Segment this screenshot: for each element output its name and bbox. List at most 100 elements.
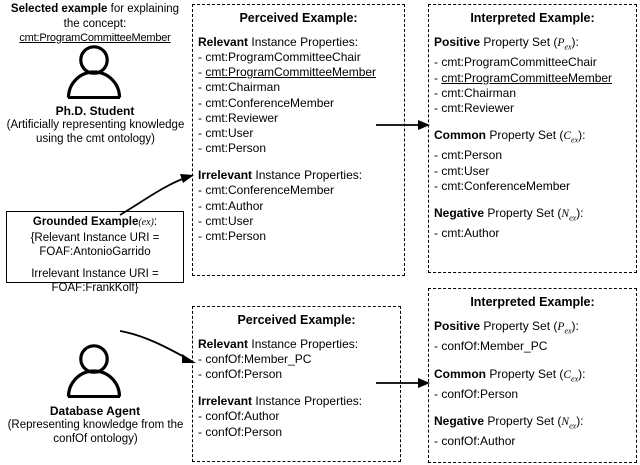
interpreted-example-bottom-panel: Interpreted Example: Positive Property S… bbox=[428, 288, 637, 463]
property-name: confOf:Person bbox=[441, 386, 519, 401]
bullet: - bbox=[434, 85, 442, 100]
property-name: cmt:Chairman bbox=[205, 80, 281, 95]
agent-role-title: Database Agent bbox=[49, 404, 141, 418]
selected-example-concept: cmt:ProgramCommitteeMember bbox=[19, 32, 171, 44]
interpreted-top-positive-section: Positive Property Set (Pex): - cmt:Progr… bbox=[434, 34, 636, 116]
common-symbol-tail: ): bbox=[578, 366, 586, 381]
grounded-example-symbol: (ex) bbox=[138, 217, 154, 228]
property-name: cmt:ProgramCommitteeMember bbox=[441, 70, 613, 85]
perceived-example-bottom-title: Perceived Example: bbox=[237, 313, 356, 327]
list-item: - cmt:ConferenceMember bbox=[198, 96, 404, 111]
arrow-agent-to-perceived bbox=[118, 322, 200, 370]
bullet: - bbox=[434, 434, 442, 449]
grounded-example-title: Grounded Example(ex): bbox=[7, 215, 183, 231]
interpreted-bottom-negative-rest: Property Set ( bbox=[484, 414, 562, 428]
bullet: - bbox=[198, 110, 206, 125]
negative-symbol: Nex bbox=[561, 416, 576, 430]
interpreted-bottom-common-bold: Common bbox=[434, 366, 486, 381]
negative-symbol-letter: N bbox=[561, 416, 570, 428]
list-item: - confOf:Person bbox=[198, 367, 400, 382]
bullet: - bbox=[198, 367, 206, 382]
student-role-subtitle: (Artificially representing knowledge usi… bbox=[6, 119, 185, 145]
section-gap bbox=[434, 116, 636, 127]
positive-symbol-tail: ): bbox=[571, 35, 579, 49]
bullet: - bbox=[198, 424, 206, 439]
list-item: - cmt:Author bbox=[434, 226, 636, 241]
bullet: - bbox=[198, 183, 206, 198]
property-name: confOf:Person bbox=[205, 367, 283, 382]
property-name: cmt:ProgramCommitteeChair bbox=[441, 55, 597, 70]
common-symbol: Cex bbox=[563, 130, 578, 144]
interpreted-bottom-positive-label: Positive Property Set (Pex): bbox=[434, 318, 636, 339]
perceived-top-relevant-rest: Instance Properties: bbox=[248, 35, 359, 49]
selected-example-header: Selected example for explaining the conc… bbox=[4, 2, 186, 46]
list-item: - cmt:Chairman bbox=[434, 86, 636, 101]
interpreted-bottom-negative-label: Negative Property Set (Nex): bbox=[434, 413, 636, 434]
list-item: - confOf:Author bbox=[434, 434, 636, 449]
list-item: - cmt:Reviewer bbox=[434, 101, 636, 116]
selected-example-rest: for explaining the concept: bbox=[63, 3, 180, 30]
perceived-top-relevant-section: Relevant Instance Properties: - cmt:Prog… bbox=[198, 34, 404, 156]
interpreted-top-positive-label: Positive Property Set (Pex): bbox=[434, 34, 636, 55]
interpreted-bottom-positive-bold: Positive bbox=[434, 319, 481, 333]
common-symbol-sub: ex bbox=[571, 373, 579, 383]
grounded-example-box: Grounded Example(ex): {Relevant Instance… bbox=[6, 211, 184, 294]
perceived-top-relevant-bold: Relevant bbox=[198, 35, 249, 49]
grounded-example-line4: FOAF:FrankKolf} bbox=[51, 282, 139, 294]
perceived-top-relevant-label: Relevant Instance Properties: bbox=[198, 34, 404, 50]
common-symbol-letter: C bbox=[563, 130, 572, 143]
bullet: - bbox=[198, 50, 206, 64]
positive-symbol: Pex bbox=[557, 37, 571, 51]
property-name: confOf:Author bbox=[205, 409, 280, 424]
bullet: - bbox=[198, 141, 206, 156]
property-name: cmt:User bbox=[205, 213, 254, 228]
perceived-example-top-title: Perceived Example: bbox=[239, 11, 358, 25]
list-item: - cmt:Author bbox=[198, 199, 404, 214]
property-name: cmt:ConferenceMember bbox=[441, 178, 571, 193]
interpreted-top-positive-rest: Property Set ( bbox=[480, 35, 558, 49]
bullet: - bbox=[434, 386, 442, 401]
property-name: cmt:Chairman bbox=[441, 85, 517, 100]
bullet: - bbox=[198, 229, 206, 244]
bullet: - bbox=[198, 198, 206, 213]
bullet: - bbox=[198, 65, 206, 80]
negative-symbol-sub: ex bbox=[569, 213, 577, 223]
selected-example-bold: Selected example bbox=[10, 3, 108, 15]
grounded-example-title-bold: Grounded Example bbox=[32, 216, 139, 228]
negative-symbol-tail: ): bbox=[576, 206, 584, 221]
person-icon bbox=[63, 344, 125, 398]
grounded-example-line1: {Relevant Instance URI = bbox=[30, 231, 160, 244]
interpreted-top-common-label: Common Property Set (Cex): bbox=[434, 127, 636, 148]
perceived-bottom-relevant-section: Relevant Instance Properties: - confOf:M… bbox=[198, 336, 400, 382]
interpreted-bottom-common-section: Common Property Set (Cex): - confOf:Pers… bbox=[434, 366, 636, 403]
grounded-example-line3: Irrelevant Instance URI = bbox=[31, 267, 159, 280]
perceived-bottom-relevant-bold: Relevant bbox=[198, 337, 249, 351]
perceived-bottom-irrelevant-section: Irrelevant Instance Properties: - confOf… bbox=[198, 393, 400, 439]
interpreted-example-bottom-title: Interpreted Example: bbox=[470, 295, 595, 309]
list-item: - confOf:Person bbox=[198, 425, 400, 440]
common-symbol-letter: C bbox=[563, 368, 572, 381]
interpreted-bottom-negative-bold: Negative bbox=[434, 414, 485, 428]
bullet: - bbox=[198, 352, 206, 366]
bullet: - bbox=[198, 126, 206, 141]
interpreted-top-common-rest: Property Set ( bbox=[486, 128, 564, 143]
perceived-bottom-irrelevant-rest: Instance Properties: bbox=[252, 394, 363, 409]
grounded-example-colon: : bbox=[153, 216, 158, 228]
interpreted-top-negative-bold: Negative bbox=[434, 206, 485, 221]
interpreted-top-negative-section: Negative Property Set (Nex): - cmt:Autho… bbox=[434, 205, 636, 242]
perceived-bottom-relevant-label: Relevant Instance Properties: bbox=[198, 336, 400, 352]
bullet: - bbox=[198, 80, 206, 95]
property-name: cmt:Person bbox=[205, 141, 267, 156]
property-name: cmt:ProgramCommitteeMember bbox=[205, 65, 377, 80]
bullet: - bbox=[434, 70, 442, 85]
interpreted-top-negative-rest: Property Set ( bbox=[484, 206, 562, 221]
bullet: - bbox=[434, 226, 442, 241]
section-gap bbox=[198, 382, 400, 393]
property-name: cmt:Reviewer bbox=[205, 110, 279, 125]
student-role-title: Ph.D. Student bbox=[55, 104, 135, 118]
perceived-top-irrelevant-section: Irrelevant Instance Properties: - cmt:Co… bbox=[198, 167, 404, 244]
interpreted-bottom-negative-section: Negative Property Set (Nex): - confOf:Au… bbox=[434, 413, 636, 450]
list-item: - confOf:Member_PC bbox=[198, 352, 400, 367]
interpreted-bottom-common-label: Common Property Set (Cex): bbox=[434, 366, 636, 387]
list-item: - cmt:User bbox=[198, 214, 404, 229]
